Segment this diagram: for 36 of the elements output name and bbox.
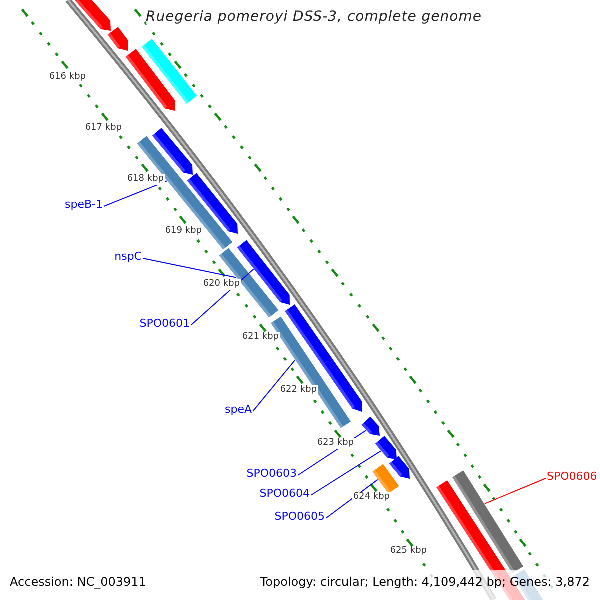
footer-text: Topology: circular; Length: 4,109,442 bp; Genes: 3,872 <box>260 576 590 588</box>
scale-label: 616 kbp <box>48 72 87 83</box>
gene-feature <box>142 39 198 104</box>
scale-label: 624 kbp <box>352 492 391 503</box>
gene-label: speB-1 <box>65 199 103 210</box>
gene-feature <box>152 128 193 175</box>
gene-feature <box>219 248 279 318</box>
scale-label: 620 kbp <box>202 279 241 290</box>
scale-label: 623 kbp <box>316 438 355 449</box>
leader-line <box>484 478 546 504</box>
gene-feature <box>362 416 380 436</box>
gene-label: nspC <box>114 251 142 262</box>
footer-text: Accession: NC_003911 <box>10 576 146 588</box>
leader-line <box>142 258 237 278</box>
gene-label: speA <box>224 404 252 415</box>
gene-feature <box>126 49 176 111</box>
gene-label: SPO0606 <box>547 471 598 482</box>
scale-label: 622 kbp <box>279 385 318 396</box>
gene-label: SPO0603 <box>246 468 297 479</box>
gene-feature <box>389 456 410 479</box>
gene-label: SPO0605 <box>274 511 325 522</box>
leader-line <box>104 180 168 207</box>
scale-label: 625 kbp <box>389 546 428 557</box>
gene-label: SPO0604 <box>260 488 310 499</box>
scale-label: 618 kbp <box>126 174 165 185</box>
gene-feature <box>187 173 238 234</box>
scale-label: 617 kbp <box>84 123 123 134</box>
leader-line <box>310 450 382 496</box>
gene-label: SPO0601 <box>140 318 190 329</box>
gene-feature <box>372 464 400 494</box>
genome-title: Ruegeria pomeroyi DSS-3, complete genome <box>146 10 482 24</box>
gene-feature <box>375 436 397 460</box>
scale-label: 621 kbp <box>241 332 280 343</box>
scale-label: 619 kbp <box>164 226 203 237</box>
gene-feature <box>108 27 128 51</box>
leader-line <box>252 360 296 412</box>
